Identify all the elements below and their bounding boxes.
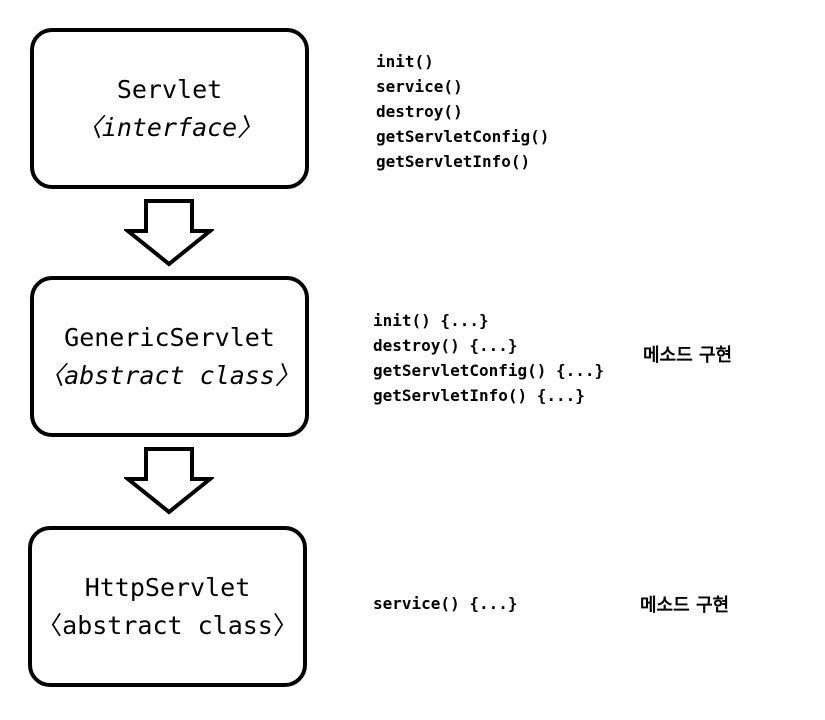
method-item: destroy() {...} [373, 336, 518, 355]
genericservlet-box: GenericServlet 〈abstract class〉 [30, 276, 309, 437]
method-item: service() {...} [373, 594, 518, 613]
inheritance-arrow-2 [124, 447, 214, 515]
httpservlet-note: 메소드 구현 [640, 595, 730, 616]
servlet-name: Servlet [116, 74, 223, 104]
httpservlet-name: HttpServlet [84, 572, 251, 602]
genericservlet-methods: init() {...} destroy() {...} getServletC… [373, 308, 604, 408]
method-item: service() [376, 77, 463, 96]
inheritance-arrow-1 [124, 199, 214, 267]
servlet-methods: init() service() destroy() getServletCon… [376, 49, 549, 174]
method-item: init() [376, 52, 434, 71]
method-item: getServletInfo() [376, 152, 531, 171]
genericservlet-note: 메소드 구현 [643, 345, 733, 366]
method-item: getServletConfig() {...} [373, 361, 605, 380]
servlet-kind: 〈interface〉 [76, 112, 263, 142]
httpservlet-methods: service() {...} [373, 591, 518, 616]
method-item: init() {...} [373, 311, 489, 330]
method-item: getServletInfo() {...} [373, 386, 585, 405]
servlet-box: Servlet 〈interface〉 [30, 28, 309, 189]
method-item: destroy() [376, 102, 463, 121]
httpservlet-box: HttpServlet 〈abstract class〉 [28, 526, 307, 687]
genericservlet-name: GenericServlet [64, 322, 275, 352]
httpservlet-kind: 〈abstract class〉 [37, 610, 298, 640]
method-item: getServletConfig() [376, 127, 550, 146]
genericservlet-kind: 〈abstract class〉 [39, 360, 300, 390]
